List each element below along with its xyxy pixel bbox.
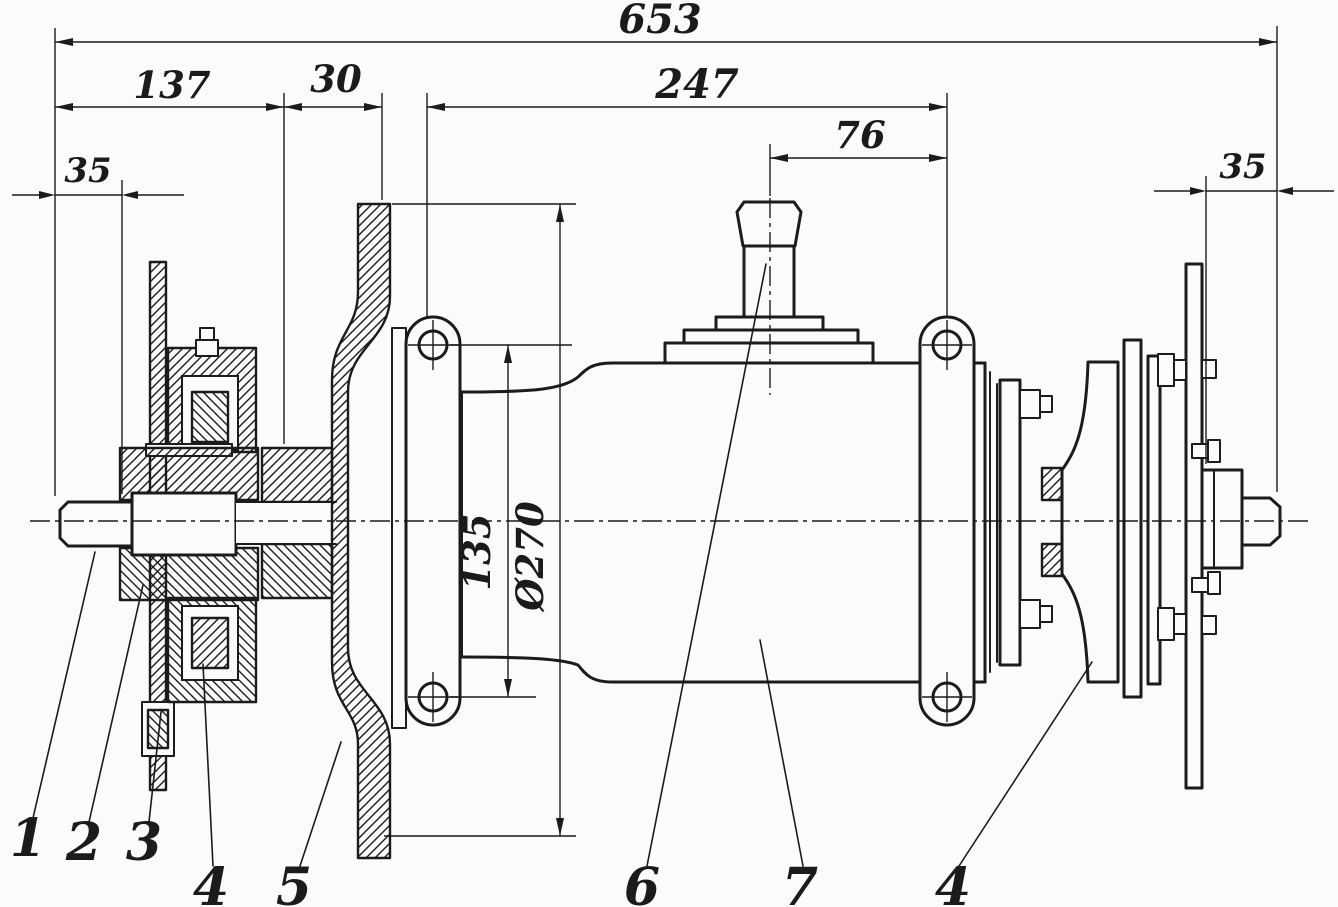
dim-135-label: 135 <box>455 513 499 590</box>
dimension-35-left: 35 <box>12 151 184 494</box>
part-flange-disc <box>330 202 392 860</box>
dimension-137: 137 <box>55 63 285 444</box>
dim-35-left-label: 35 <box>64 151 111 191</box>
dimension-35-right: 35 <box>1154 147 1334 464</box>
part-left-shaft-end <box>58 491 238 557</box>
part-bracket-plate <box>391 327 407 729</box>
dimension-135: 135 <box>450 344 572 698</box>
dim-35-right-label: 35 <box>1219 147 1266 187</box>
callout-5-label: 5 <box>276 857 312 907</box>
callout-6: 6 <box>624 263 767 907</box>
dim-653-label: 653 <box>618 0 702 43</box>
callout-1-label: 1 <box>10 808 46 869</box>
callout-2-label: 2 <box>65 812 102 873</box>
part-housing-body <box>460 361 987 684</box>
dim-30-label: 30 <box>310 57 362 101</box>
dim-137-label: 137 <box>133 63 210 107</box>
part-right-shaft-end <box>1200 468 1282 570</box>
dim-247-label: 247 <box>654 61 739 108</box>
callout-4-right-label: 4 <box>935 857 971 907</box>
callout-3-label: 3 <box>126 812 162 873</box>
part-breather-plug <box>663 200 875 365</box>
callout-6-label: 6 <box>624 857 660 907</box>
dimension-76: 76 <box>769 113 947 196</box>
callout-4-left: 4 <box>193 663 229 907</box>
dimension-270: Ø270 <box>384 203 576 837</box>
dim-76-label: 76 <box>834 113 886 157</box>
callout-3: 3 <box>126 711 162 873</box>
dim-270-label: Ø270 <box>508 501 552 613</box>
callout-7: 7 <box>759 639 818 907</box>
dimension-247: 247 <box>426 61 948 318</box>
part-disc-hub <box>235 446 337 600</box>
part-left-hub <box>118 327 260 704</box>
callout-5: 5 <box>276 741 342 907</box>
part-right-coupling <box>989 262 1221 790</box>
dimension-overall-653: 653 <box>54 0 1278 496</box>
callout-2: 2 <box>65 584 144 873</box>
callout-4-left-label: 4 <box>193 857 229 907</box>
callout-7-label: 7 <box>782 857 818 907</box>
dimension-30: 30 <box>284 57 383 200</box>
callout-4-right: 4 <box>935 661 1093 907</box>
callout-1: 1 <box>10 551 96 869</box>
